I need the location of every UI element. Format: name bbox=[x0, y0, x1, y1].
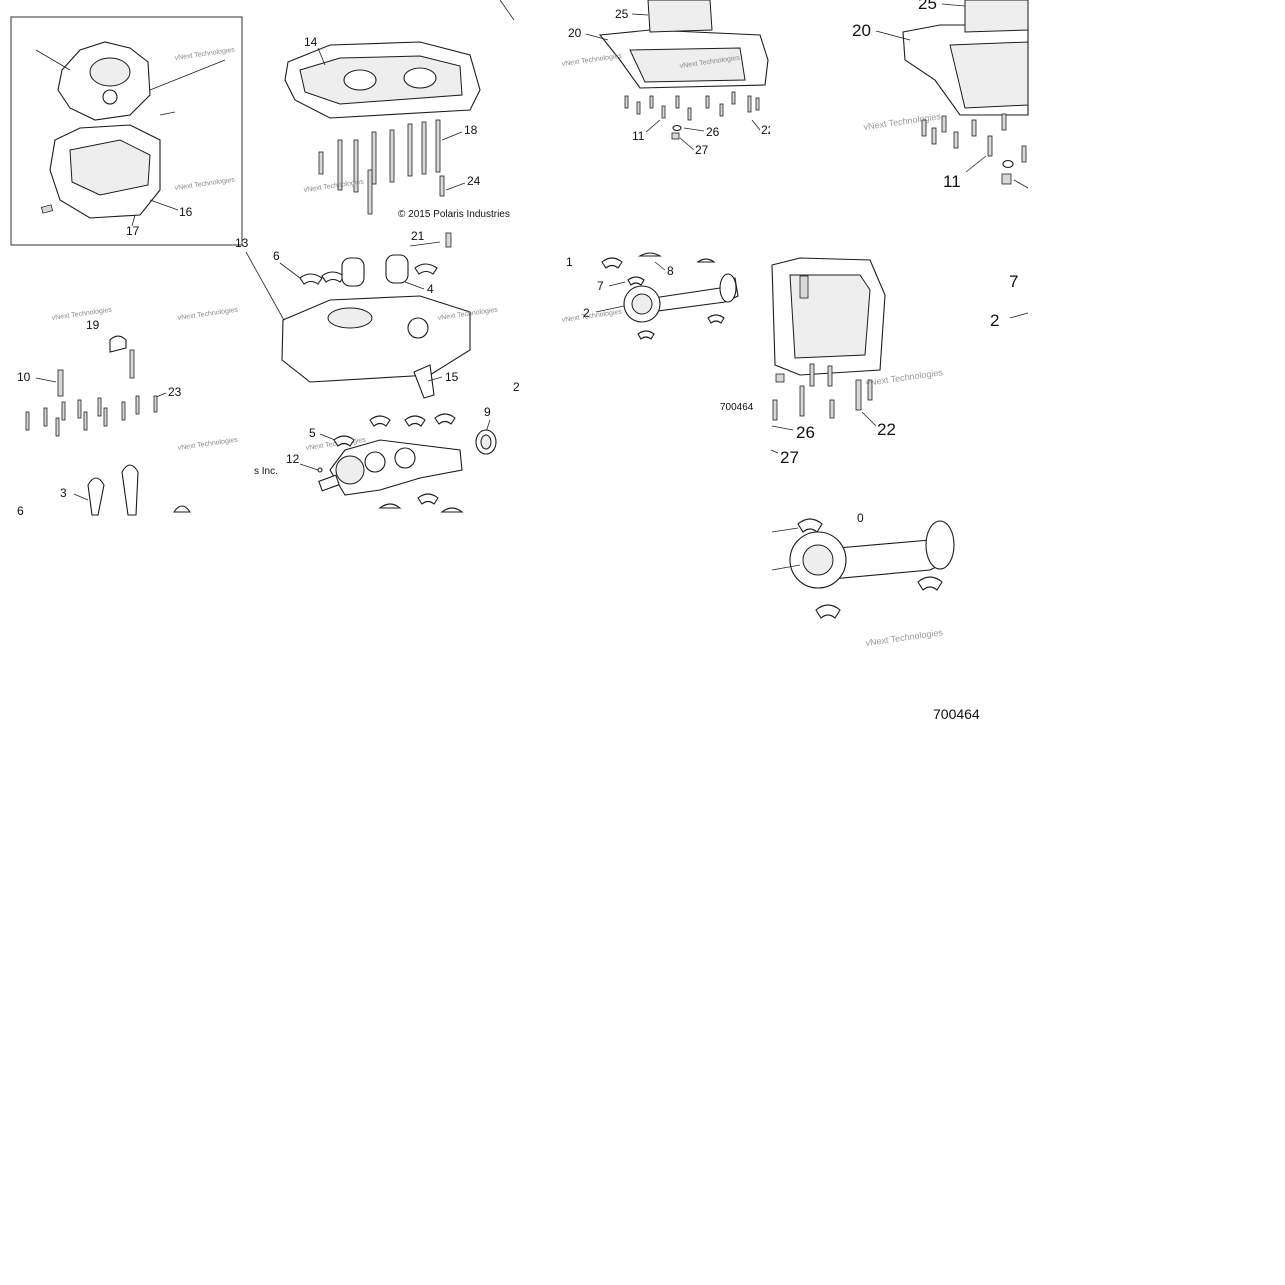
inset-assembly: vNext Technologies vNext Technologies 16… bbox=[10, 16, 243, 246]
lower-crankcase: 13 6 21 4 15 vNext Technologies vNext Te… bbox=[235, 229, 499, 452]
watermark: vNext Technologies bbox=[561, 53, 622, 68]
connecting-rod bbox=[121, 464, 139, 516]
callout-26b: 26 bbox=[796, 423, 815, 442]
watermark: vNext Technologies bbox=[51, 307, 112, 322]
copyright: © 2015 Polaris Industries bbox=[398, 209, 510, 220]
watermark: vNext Technologies bbox=[865, 627, 944, 648]
bolt-row-lower bbox=[772, 363, 873, 421]
balance-shaft-small: 1 8 7 2 vNext Technologies 700464 bbox=[561, 252, 754, 413]
upper-crankcase: 14 18 24 vNext Technologies © 2015 Polar… bbox=[284, 0, 515, 220]
callout-4: 4 bbox=[427, 282, 434, 296]
callout-13: 13 bbox=[235, 236, 249, 250]
connecting-rod bbox=[87, 477, 105, 516]
callout-25b: 25 bbox=[918, 0, 937, 13]
callout-15: 15 bbox=[445, 370, 459, 384]
bearing-cap bbox=[341, 257, 365, 287]
callout-9: 9 bbox=[484, 405, 491, 419]
rods-and-bolts: vNext Technologies vNext Technologies 19… bbox=[17, 307, 239, 518]
callout-20a: 20 bbox=[568, 26, 582, 40]
callout-24: 24 bbox=[467, 174, 481, 188]
callout-11b: 11 bbox=[943, 172, 961, 191]
figure-id-large: 700464 bbox=[933, 706, 980, 722]
callout-26a: 26 bbox=[706, 125, 720, 139]
callout-25a: 25 bbox=[615, 7, 629, 21]
crank-main bbox=[329, 439, 463, 496]
callout-12: 12 bbox=[286, 452, 300, 466]
callout-18: 18 bbox=[464, 123, 478, 137]
lower-case-body bbox=[281, 295, 471, 383]
callout-27a: 27 bbox=[695, 143, 709, 157]
callout-10: 10 bbox=[17, 370, 31, 384]
bolt-row-11b bbox=[921, 113, 1027, 163]
watermark: vNext Technologies bbox=[177, 307, 238, 322]
watermark: vNext Technologies bbox=[561, 309, 622, 324]
callout-16: 16 bbox=[179, 205, 193, 219]
part-15 bbox=[413, 364, 435, 399]
bolt-row-23 bbox=[25, 395, 158, 437]
watermark: vNext Technologies bbox=[177, 437, 238, 452]
figure-id-small: 700464 bbox=[720, 402, 754, 413]
callout-5: 5 bbox=[309, 426, 316, 440]
callout-21: 21 bbox=[411, 229, 425, 243]
callout-19: 19 bbox=[86, 318, 100, 332]
callout-2a: 2 bbox=[513, 380, 520, 394]
callout-11a: 11 bbox=[632, 129, 645, 143]
callout-1: 1 bbox=[566, 255, 573, 269]
callout-14: 14 bbox=[304, 35, 318, 49]
oil-pan-large-lower: vNext Technologies 26 27 22 7 2 bbox=[770, 257, 1029, 467]
callout-0: 0 bbox=[857, 511, 864, 525]
bolt-row-11a bbox=[624, 91, 760, 121]
oil-pan-large: 25 20 vNext Technologies 11 bbox=[852, 0, 1029, 191]
callout-7b: 7 bbox=[1009, 272, 1018, 291]
crankshaft: 2 9 5 12 s Inc. bbox=[254, 380, 520, 513]
watermark: vNext Technologies bbox=[863, 111, 942, 132]
callout-6: 6 bbox=[273, 249, 280, 263]
callout-2c: 2 bbox=[990, 311, 999, 330]
callout-7a: 7 bbox=[597, 279, 604, 293]
callout-8: 8 bbox=[667, 264, 674, 278]
callout-17: 17 bbox=[126, 224, 140, 238]
callout-22b: 22 bbox=[877, 420, 896, 439]
inset-bore bbox=[89, 57, 131, 87]
callout-2b: 2 bbox=[583, 306, 590, 320]
callout-3: 3 bbox=[60, 486, 67, 500]
callout-20b: 20 bbox=[852, 21, 871, 40]
callout-23: 23 bbox=[168, 385, 182, 399]
callout-27b: 27 bbox=[780, 448, 799, 467]
copyright-fragment: s Inc. bbox=[254, 466, 278, 477]
bolt-row-18 bbox=[318, 119, 445, 215]
callout-6b: 6 bbox=[17, 504, 24, 518]
balance-shaft-large: 0 vNext Technologies 700464 bbox=[771, 511, 980, 722]
oil-pan-small: 25 20 vNext Technologies vNext Technolog… bbox=[561, 0, 776, 157]
